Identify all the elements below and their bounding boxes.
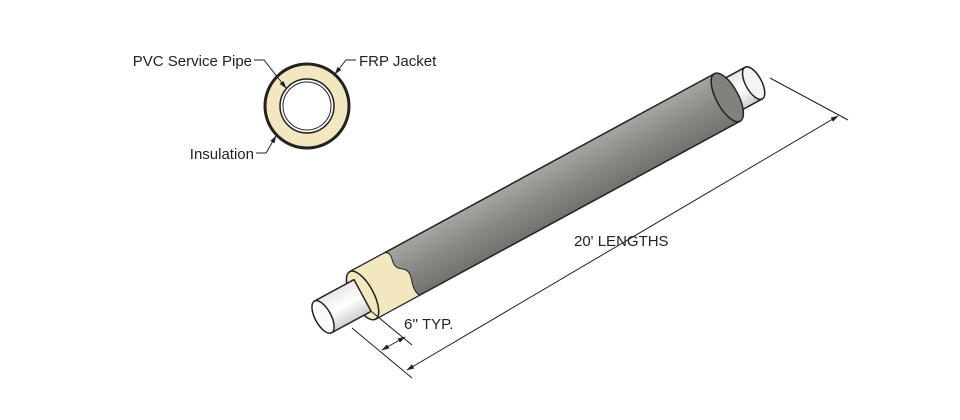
label-cutback: 6'' TYP.: [404, 316, 453, 333]
service-pipe-right-end: [741, 66, 766, 101]
leader-jacket: [334, 59, 356, 75]
label-jacket: FRP Jacket: [359, 53, 437, 70]
pipe-assembly: [311, 66, 766, 334]
label-service-pipe: PVC Service Pipe: [133, 53, 252, 70]
leader-insulation: [256, 135, 277, 154]
label-insulation: Insulation: [190, 146, 254, 163]
dim-cutback: [381, 336, 406, 351]
label-length: 20' LENGTHS: [574, 233, 669, 250]
service-pipe-left-end: [311, 299, 335, 334]
dimensions: [351, 77, 849, 379]
ext-line-pipe-end: [351, 327, 413, 379]
dim-length: [406, 115, 839, 371]
leader-service-pipe: [254, 59, 287, 89]
cross-section: PVC Service Pipe FRP Jacket Insulation: [133, 53, 437, 163]
pipe-bore: [282, 81, 332, 131]
ext-line-pipe-right: [769, 77, 849, 121]
